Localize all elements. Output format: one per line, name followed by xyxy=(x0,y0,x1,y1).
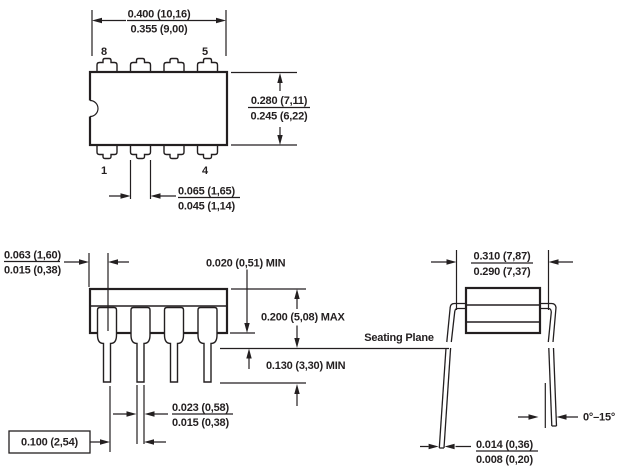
dim-body-length-min: 0.245 (6,22) xyxy=(251,111,308,123)
dim-lead-tip-width: 0.023 (0,58) 0.015 (0,38) xyxy=(113,385,233,444)
top-view-pins-bottom xyxy=(96,145,219,160)
dim-shoulder-width: 0.065 (1,65) 0.045 (1,14) xyxy=(109,160,240,213)
dim-body-width-min: 0.355 (9,00) xyxy=(131,24,188,36)
dim-lead-pitch: 0.100 (2,54) xyxy=(8,386,166,454)
seating-plane-label: Seating Plane xyxy=(364,332,434,344)
top-view: 8 5 1 4 0.400 (10,16) 0.355 (9,00) 0.280… xyxy=(88,9,310,213)
pin-number-5: 5 xyxy=(202,46,208,58)
dim-lead-to-edge-min: 0.015 (0,38) xyxy=(4,265,61,277)
dim-lead-to-edge-max: 0.063 (1,60) xyxy=(4,250,61,262)
notch-mask xyxy=(88,100,92,117)
dim-standoff-label: 0.020 (0,51) MIN xyxy=(206,258,286,270)
dim-lead-thickness-min: 0.008 (0,20) xyxy=(476,454,533,466)
dim-lead-pitch-label: 0.100 (2,54) xyxy=(21,437,78,449)
dim-lead-to-edge: 0.063 (1,60) 0.015 (0,38) xyxy=(4,250,129,331)
dim-lead-tip-width-min: 0.015 (0,38) xyxy=(172,417,229,429)
dim-package-height-label: 0.200 (5,08) MAX xyxy=(261,312,345,324)
dim-row-spacing-min: 0.290 (7,37) xyxy=(474,266,531,278)
dim-package-height: 0.200 (5,08) MAX xyxy=(231,288,346,348)
dim-lead-length-label: 0.130 (3,30) MIN xyxy=(266,360,346,372)
top-view-body xyxy=(88,70,229,147)
end-view-body-lines xyxy=(466,304,540,323)
dim-standoff: 0.020 (0,51) MIN xyxy=(206,258,286,369)
dim-row-spacing-max: 0.310 (7,87) xyxy=(474,251,531,263)
pin1-index-notch xyxy=(89,99,99,118)
end-view: 0.310 (7,87) 0.290 (7,37) 0°–15° 0.014 (… xyxy=(420,250,615,466)
dim-row-spacing: 0.310 (7,87) 0.290 (7,37) xyxy=(431,250,573,310)
dim-lead-angle-label: 0°–15° xyxy=(583,412,615,424)
dim-lead-thickness-max: 0.014 (0,36) xyxy=(476,439,533,451)
front-view-leads xyxy=(96,306,218,383)
dim-body-length-max: 0.280 (7,11) xyxy=(251,95,308,107)
pin-number-8: 8 xyxy=(101,46,107,58)
dim-lead-tip-width-max: 0.023 (0,58) xyxy=(172,402,229,414)
dim-lead-angle: 0°–15° xyxy=(518,412,615,424)
dim-body-width-max: 0.400 (10,16) xyxy=(128,9,191,21)
top-view-pins-top xyxy=(96,57,219,72)
end-view-left-leg xyxy=(438,302,466,449)
seating-plane: Seating Plane xyxy=(220,332,449,350)
dim-shoulder-width-max: 0.065 (1,65) xyxy=(178,186,235,198)
dim-body-width: 0.400 (10,16) 0.355 (9,00) xyxy=(91,9,227,56)
dim-body-length: 0.280 (7,11) 0.245 (6,22) xyxy=(231,71,310,146)
dim-lead-thickness: 0.014 (0,36) 0.008 (0,20) xyxy=(420,439,538,466)
front-view: 0.063 (1,60) 0.015 (0,38) 0.020 (0,51) M… xyxy=(4,250,449,454)
pin-number-1: 1 xyxy=(101,165,107,177)
pin-number-4: 4 xyxy=(202,165,209,177)
end-view-body xyxy=(464,286,542,335)
dim-lead-length: 0.130 (3,30) MIN xyxy=(220,360,346,406)
end-view-right-leg xyxy=(540,302,558,427)
dim-shoulder-width-min: 0.045 (1,14) xyxy=(178,201,235,213)
